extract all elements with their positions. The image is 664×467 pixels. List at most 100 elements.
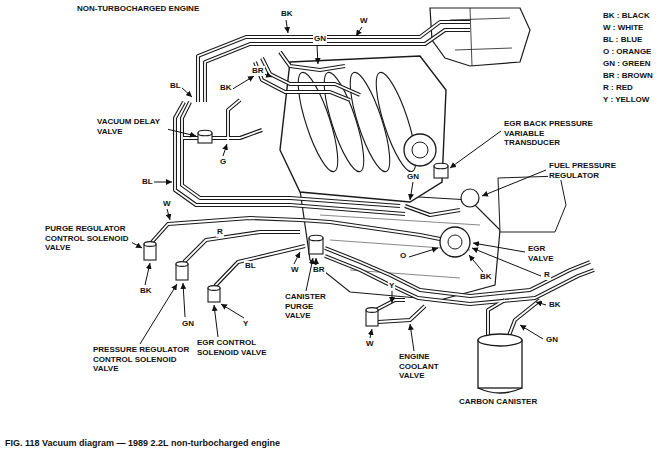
leader-arrow	[316, 258, 317, 264]
hose-color-code: W	[290, 265, 300, 275]
hose-outline	[262, 58, 360, 95]
hose-outline	[198, 22, 470, 102]
part-label: CANISTER PURGE VALVE	[284, 292, 331, 321]
hose-bore	[405, 206, 460, 215]
hose-bore	[228, 100, 240, 140]
hose-outline	[228, 100, 240, 140]
hose-bore	[262, 58, 360, 95]
hose-outline	[175, 102, 405, 214]
side-housing	[498, 176, 566, 232]
leader-arrow	[145, 263, 150, 285]
legend-entry: BK : BLACK	[603, 10, 653, 22]
hose-color-code: BK	[548, 300, 562, 310]
hose-color-code: BR	[251, 66, 265, 76]
hose-color-code: W	[359, 16, 369, 26]
legend-entry: O : ORANGE	[603, 46, 653, 58]
purge-solenoid-valve-top	[144, 242, 156, 247]
part-label: EGR VALVE	[527, 244, 559, 263]
hose-color-code: G	[219, 157, 227, 167]
leader-arrow	[410, 182, 413, 200]
carbon-canister-top	[478, 334, 522, 346]
hose-outline	[182, 102, 400, 206]
leader-arrow	[356, 27, 362, 36]
hose-bore	[205, 30, 470, 102]
hose-color-code: GN	[545, 335, 559, 345]
hose-outline	[300, 220, 445, 240]
throttle-bore	[412, 142, 428, 158]
engine-drawing	[280, 8, 566, 300]
legend: BK : BLACKW : WHITEBL : BLUEO : ORANGEGN…	[603, 10, 653, 106]
hose-color-code: Y	[388, 281, 395, 291]
hose-color-code: BR	[312, 265, 326, 275]
part-label: FUEL PRESSURE REGULATOR	[548, 161, 622, 180]
egr-solenoid-valve-top	[208, 286, 220, 291]
vacuum-hoses	[152, 22, 594, 338]
part-label: VACUUM DELAY VALVE	[96, 117, 168, 136]
diagram-title: NON-TURBOCHARGED ENGINE	[76, 4, 200, 13]
air-duct	[430, 8, 530, 66]
leader-arrow	[473, 243, 525, 252]
legend-entry: BR : BROWN	[603, 70, 653, 82]
hose-bore	[325, 256, 594, 304]
legend-entry: R : RED	[603, 82, 653, 94]
leader-lines	[131, 20, 546, 351]
leader-arrow	[181, 87, 192, 97]
figure-caption: FIG. 118 Vacuum diagram — 1989 2.2L non-…	[4, 438, 281, 448]
hose-color-code: BK	[139, 286, 153, 296]
hose-color-code: W	[365, 339, 375, 349]
legend-entry: GN : GREEN	[603, 58, 653, 70]
hose-outline	[378, 306, 425, 322]
hose-bore	[152, 218, 300, 242]
hose-outline	[325, 256, 594, 304]
carbon-canister-bottom	[478, 388, 522, 393]
hose-bore	[182, 102, 400, 206]
hose-bore	[198, 22, 470, 102]
fuel-pressure-regulator	[461, 189, 479, 207]
part-label: EGR CONTROL SOLENOID VALVE	[196, 338, 272, 357]
hose-outline	[280, 52, 345, 70]
leader-arrow	[482, 170, 546, 196]
hose-color-code: BL	[169, 81, 182, 91]
hose-color-code: BK	[280, 9, 294, 19]
hose-outline	[184, 232, 300, 262]
hose-color-code: GN	[313, 34, 327, 44]
hose-color-code: R	[216, 227, 224, 237]
part-label: CARBON CANISTER	[458, 397, 538, 407]
leader-arrow	[183, 283, 185, 317]
hose-bore	[508, 300, 540, 338]
leader-arrow	[131, 242, 142, 248]
leader-arrow	[370, 329, 372, 338]
hose-outline	[405, 206, 460, 215]
intake-plenum	[280, 56, 446, 202]
hose-color-code: GN	[181, 319, 195, 329]
hose-color-code: R	[543, 270, 551, 280]
leader-arrow	[221, 304, 244, 318]
hose-bore	[215, 246, 305, 286]
part-label: ENGINE COOLANT VALVE	[398, 352, 444, 381]
hose-color-code: BL	[141, 177, 154, 187]
hose-bore	[184, 232, 300, 262]
pressure-solenoid-valve-top	[176, 262, 188, 267]
hose-color-code: BL	[244, 261, 257, 271]
carbon-canister	[478, 340, 522, 388]
leader-arrow	[223, 144, 227, 156]
throttle-body	[404, 134, 436, 166]
hose-outline	[508, 300, 540, 338]
part-label: EGR BACK PRESSURE VARIABLE TRANSDUCER	[503, 119, 597, 148]
hose-color-code: GN	[406, 172, 420, 182]
hose-outline	[215, 246, 305, 286]
legend-entry: Y : YELLOW	[603, 94, 653, 106]
egr-transducer-top	[434, 163, 448, 169]
hose-bore	[488, 300, 505, 336]
hose-bore	[175, 102, 405, 214]
leader-arrow	[450, 131, 501, 168]
hose-color-code: O	[399, 251, 407, 261]
hose-outline	[183, 130, 262, 138]
egr-valve-cap	[448, 235, 462, 249]
components	[144, 130, 522, 393]
leader-arrow	[167, 209, 170, 220]
leader-arrow	[294, 252, 300, 264]
engine-coolant-valve-top	[366, 308, 378, 313]
legend-entry: W : WHITE	[603, 22, 653, 34]
